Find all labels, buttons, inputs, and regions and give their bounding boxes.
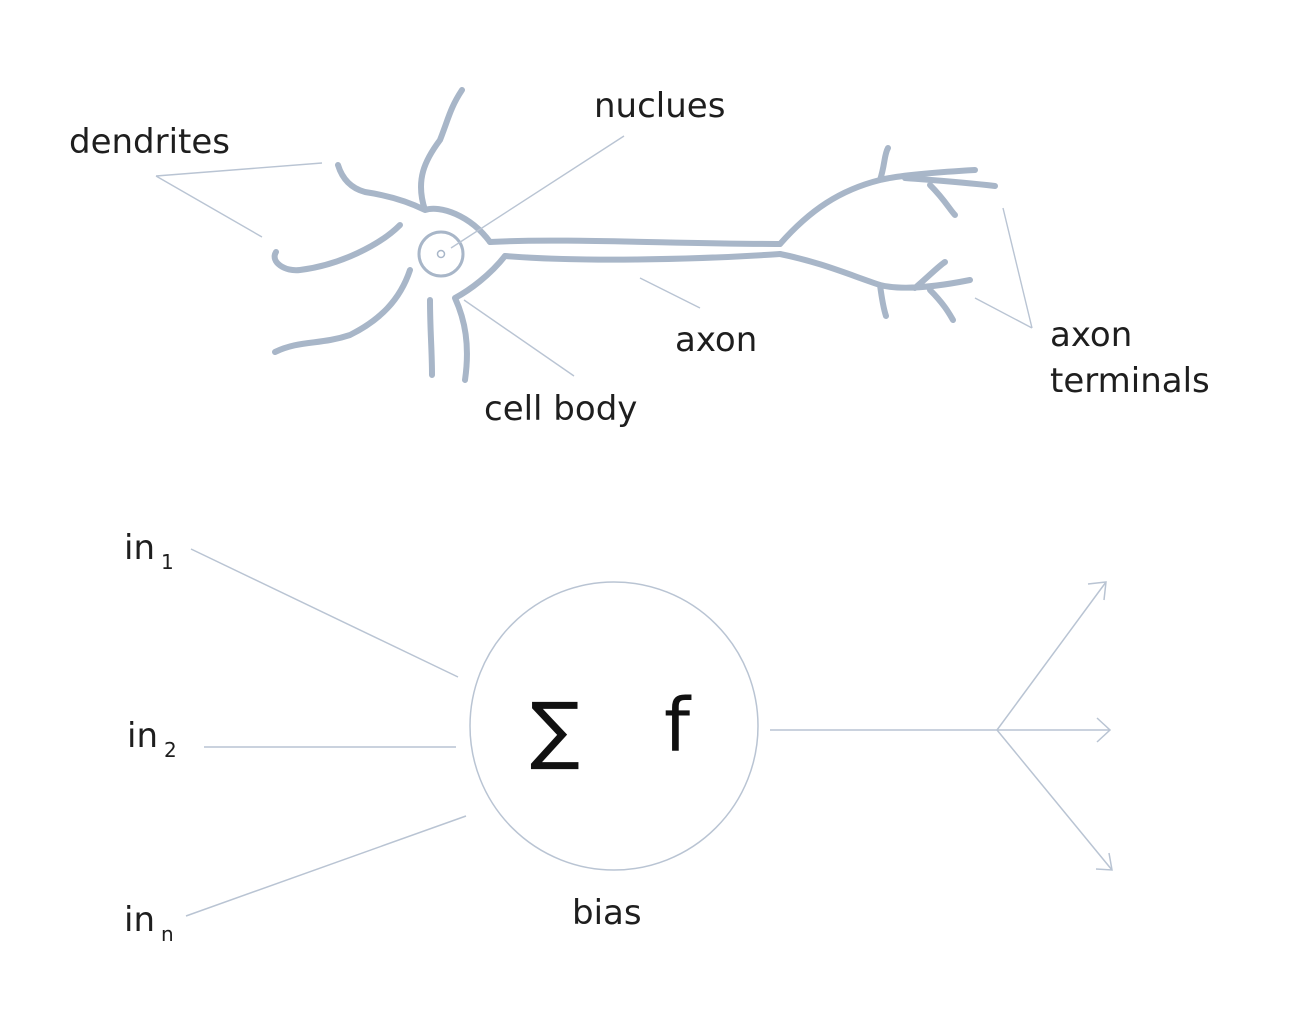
summation-symbol: ∑ bbox=[530, 687, 580, 773]
axon-leader-line bbox=[639, 277, 701, 309]
input-1-subscript: 1 bbox=[161, 550, 174, 574]
input-line-n bbox=[185, 815, 467, 917]
axon-shape bbox=[487, 237, 783, 263]
nucleus-ring bbox=[417, 230, 465, 278]
axon-label: axon bbox=[675, 320, 758, 360]
dendrites-leader-lines bbox=[155, 162, 323, 238]
axon-terminals-shape bbox=[777, 145, 998, 323]
cell-body-leader-line bbox=[463, 299, 575, 377]
nucleolus-dot bbox=[436, 249, 446, 259]
nucleus-label: nuclues bbox=[594, 86, 726, 126]
input-n-subscript: n bbox=[161, 922, 174, 946]
activation-function-symbol: f bbox=[664, 683, 691, 769]
output-branch-up bbox=[996, 581, 1107, 731]
cell-body-label: cell body bbox=[484, 389, 638, 429]
arrowhead-middle bbox=[1096, 717, 1112, 743]
output-branch-down bbox=[996, 729, 1113, 871]
arrowhead-down bbox=[1095, 852, 1113, 871]
cell-body-shape bbox=[271, 87, 508, 383]
dendrites-label: dendrites bbox=[69, 122, 231, 162]
input-2-base: in bbox=[127, 716, 158, 756]
axon-terminals-label-line1: axon bbox=[1050, 315, 1133, 355]
neuron-node-circle bbox=[469, 581, 759, 871]
input-n-base: in bbox=[124, 900, 155, 940]
nucleus-leader-line bbox=[450, 135, 625, 249]
axon-terminals-label-line2: terminals bbox=[1050, 361, 1210, 401]
bias-label: bias bbox=[572, 893, 642, 933]
input-2-subscript: 2 bbox=[164, 738, 177, 762]
input-line-1 bbox=[190, 548, 459, 678]
axon-terminals-leader-lines bbox=[974, 207, 1033, 329]
input-1-base: in bbox=[124, 528, 155, 568]
arrowhead-up bbox=[1087, 581, 1107, 601]
